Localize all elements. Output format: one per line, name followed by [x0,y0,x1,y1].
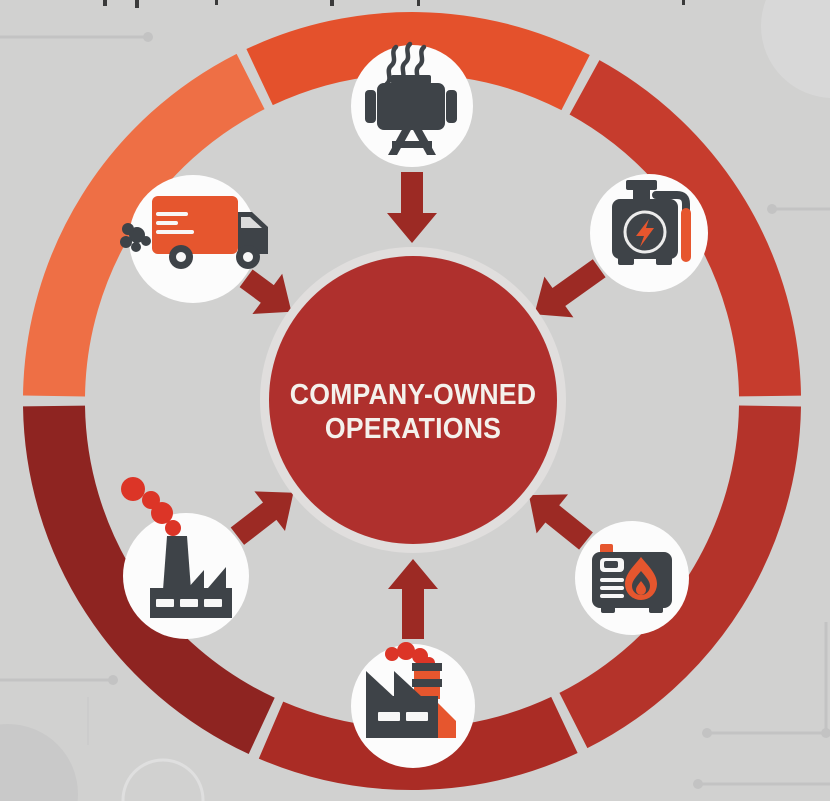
circuit-dot [693,779,703,789]
circuit-dot [702,728,712,738]
truck-wheel-hub [243,252,253,262]
heater-foot [649,606,663,613]
boiler-side-right [446,90,457,123]
factory-roof-tooth [208,567,226,588]
generator-cap [626,180,657,190]
center-label-line1: COMPANY-OWNED [289,379,537,411]
arrow-boiler-to-center [387,172,437,243]
heater-foot [601,606,615,613]
circuit-dot [767,204,777,214]
arrow-truck-to-center [239,269,292,314]
heater-vent [600,586,624,590]
factory-roof-tooth [366,671,394,697]
heater-display [604,561,618,568]
delivery-truck-icon [120,196,268,269]
heater-knob [600,544,613,554]
generator-pipe-orange [681,208,691,262]
corner-blob-bottom-left [0,724,78,801]
corner-blob-top-right [761,0,830,98]
exhaust-puff [141,236,151,246]
factory-chimney [163,536,191,590]
factory-window [406,712,428,721]
truck-cargo-box [152,196,238,254]
factory-stack-band [412,679,442,687]
arrow-factory-to-center [388,559,438,639]
circuit-dot [143,32,153,42]
speed-line [156,221,178,225]
arrow-smoking-factory-to-center [230,491,294,545]
flame-core [636,581,646,595]
truck-wheel-hub [176,252,186,262]
arrows [230,172,606,639]
factory-stack-band [412,663,442,671]
lightning-bolt-icon [636,219,654,247]
boiler-crossbar [392,141,432,148]
ring-segment-upper-left [23,53,265,397]
factory-window [204,599,222,607]
smoke-puff [385,647,399,661]
ring-segment-lower-left [23,405,275,755]
circuit-line-bottom-right [707,622,828,735]
factory-icon [366,642,456,738]
factory-window [156,599,174,607]
heater-icon [592,544,672,613]
cropped-text-fragments [103,0,685,8]
boiler-cap [391,75,431,84]
truck-window [241,217,262,228]
circuit-dot [108,675,118,685]
ring-segment-top [246,12,590,111]
corner-ring-bottom-left [121,758,205,801]
factory-roof-tooth [394,671,422,697]
factory-roof-tooth [188,570,204,588]
ring-segment-lower-right [559,405,801,749]
speed-line [156,230,194,234]
factory-window [180,599,198,607]
smoke-puff [165,520,181,536]
exhaust-puff [120,236,132,248]
arrow-generator-to-center [534,259,606,318]
smoke-puff [121,477,145,501]
smoke-puff [397,642,415,660]
heater-vent [600,578,624,582]
circuit-dot [821,728,830,738]
generator-foot [618,257,634,265]
smoke-puff [151,502,173,524]
exhaust-puff [122,223,134,235]
outer-ring [23,12,801,790]
boiler-icon [365,41,457,155]
speed-line [156,212,188,216]
generator-pipe-top [652,191,690,214]
center-label: COMPANY-OWNED OPERATIONS [33,378,793,446]
factory-wing-orange [438,703,456,738]
boiler-side-left [365,90,376,123]
arrow-heater-to-center [528,494,593,550]
heat-wave [384,44,399,87]
exhaust-puff [131,242,141,252]
heater-vent [600,594,624,598]
center-label-line2: OPERATIONS [324,413,502,445]
generator-neck [633,189,650,200]
generator-dial [623,210,667,254]
boiler-body [377,83,445,130]
smoking-factory-icon [121,477,232,618]
generator-foot [656,257,672,265]
center-circle [269,256,557,544]
center-hub [260,247,566,553]
ring-segment-upper-right [569,60,801,397]
factory-window [378,712,400,721]
generator-icon [612,180,691,265]
